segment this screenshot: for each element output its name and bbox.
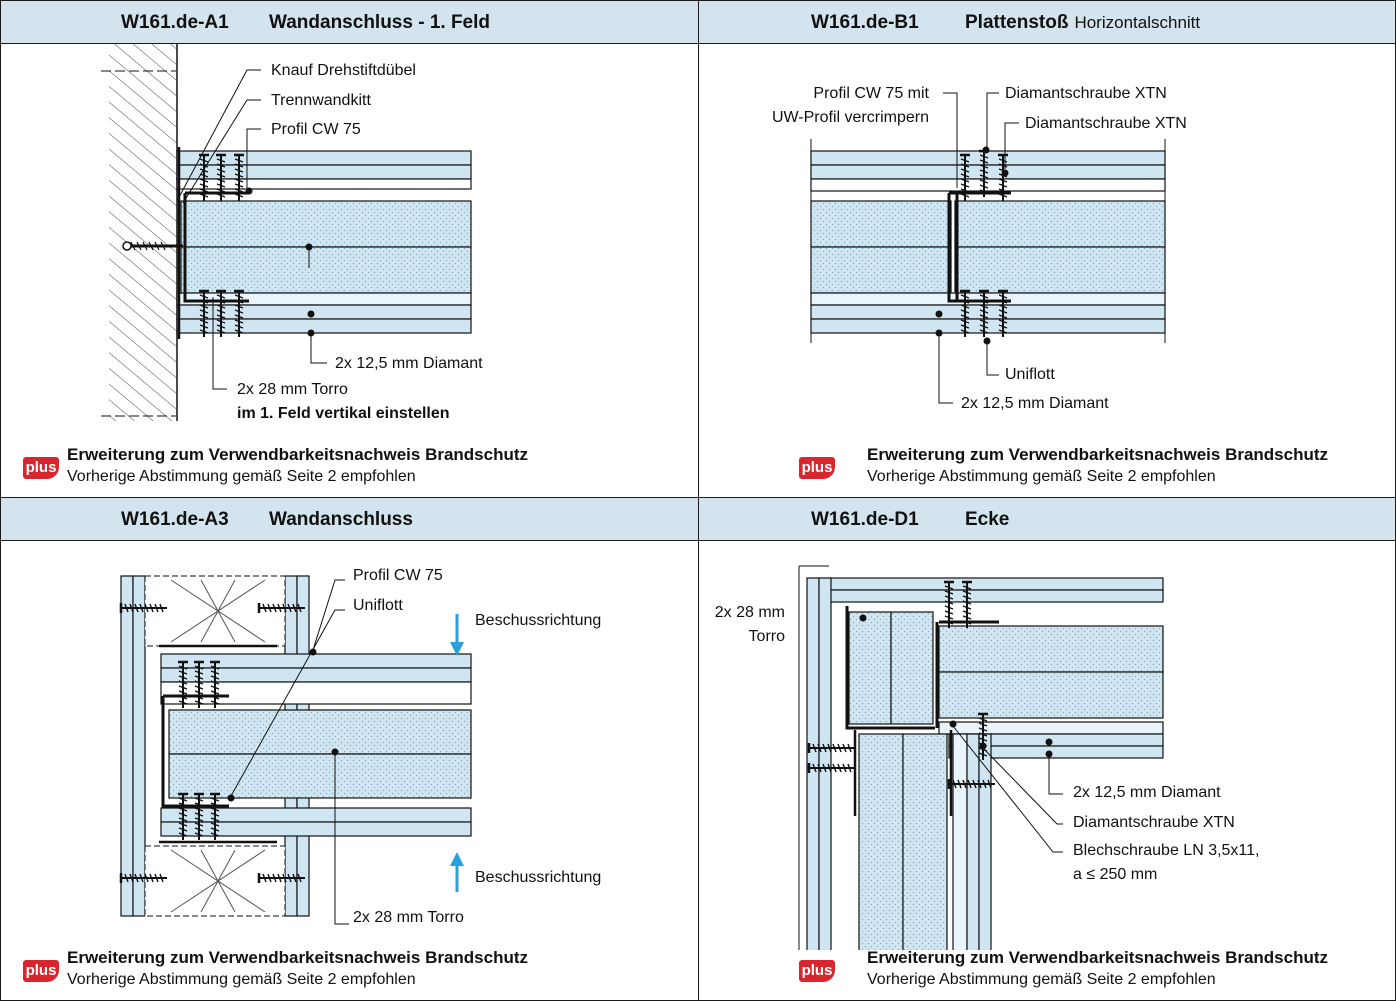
arrow-up-icon xyxy=(450,852,464,866)
label-dowel: Knauf Drehstiftdübel xyxy=(271,62,416,79)
detail-code: W161.de-D1 xyxy=(811,509,919,530)
note-title: Erweiterung zum Verwendbarkeitsnachweis … xyxy=(867,948,1329,967)
label-profile: Profil CW 75 xyxy=(271,121,361,138)
label-trennwandkitt: Trennwandkitt xyxy=(271,92,371,109)
note-text: Vorherige Abstimmung gemäß Seite 2 empfo… xyxy=(67,971,416,988)
plus-badge: plus xyxy=(799,960,835,982)
section-drawing xyxy=(798,565,1164,950)
label-beschuss-bottom: Beschussrichtung xyxy=(475,869,602,886)
label-profile-line1: Profil CW 75 mit xyxy=(813,85,929,102)
detail-code: W161.de-B1 xyxy=(811,12,919,33)
detail-code: W161.de-A3 xyxy=(121,509,229,530)
torro-board xyxy=(168,709,472,755)
plus-badge: plus xyxy=(799,457,835,479)
label-diamant: 2x 12,5 mm Diamant xyxy=(335,355,483,372)
plus-note: plus Erweiterung zum Verwendbarkeitsnach… xyxy=(23,445,683,491)
label-diamant: 2x 12,5 mm Diamant xyxy=(1073,784,1221,801)
note-title: Erweiterung zum Verwendbarkeitsnachweis … xyxy=(867,445,1329,464)
masonry-wall xyxy=(109,43,177,421)
detail-panel-a3: W161.de-A3 Wandanschluss xyxy=(0,497,699,1001)
label-screw-xtn: Diamantschraube XTN xyxy=(1073,814,1235,831)
plus-note: plus Erweiterung zum Verwendbarkeitsnach… xyxy=(799,445,1389,491)
label-diamant: 2x 12,5 mm Diamant xyxy=(961,395,1109,412)
torro-board xyxy=(848,611,892,725)
plus-note: plus Erweiterung zum Verwendbarkeitsnach… xyxy=(23,948,683,994)
note-title: Erweiterung zum Verwendbarkeitsnachweis … xyxy=(67,445,529,464)
torro-board xyxy=(954,200,1166,248)
label-blechschraube-line2: a ≤ 250 mm xyxy=(1073,866,1158,883)
label-torro-line2: Torro xyxy=(748,628,785,645)
label-screw-1: Diamantschraube XTN xyxy=(1005,85,1167,102)
note-text: Vorherige Abstimmung gemäß Seite 2 empfo… xyxy=(67,468,416,485)
label-profile-line2: UW-Profil vercrimpern xyxy=(771,109,929,126)
panel-header: W161.de-D1 Ecke xyxy=(699,498,1395,541)
panel-header: W161.de-A3 Wandanschluss xyxy=(1,498,698,541)
plus-badge: plus xyxy=(23,457,59,479)
torro-board xyxy=(180,200,472,248)
plus-badge: plus xyxy=(23,960,59,982)
label-screw-2: Diamantschraube XTN xyxy=(1025,115,1187,132)
label-torro-line1: 2x 28 mm xyxy=(714,604,785,621)
detail-title: Ecke xyxy=(965,509,1010,530)
label-vertical-note: im 1. Feld vertikal einstellen xyxy=(237,405,450,422)
label-uniflott: Uniflott xyxy=(353,597,403,614)
section-drawing xyxy=(119,575,472,925)
label-blechschraube-line1: Blechschraube LN 3,5x11, xyxy=(1073,842,1260,859)
note-text: Vorherige Abstimmung gemäß Seite 2 empfo… xyxy=(867,971,1216,988)
detail-panel-d1: W161.de-D1 Ecke xyxy=(698,497,1396,1001)
label-uniflott: Uniflott xyxy=(1005,366,1055,383)
label-profile: Profil CW 75 xyxy=(353,567,443,584)
plus-note: plus Erweiterung zum Verwendbarkeitsnach… xyxy=(799,948,1389,994)
detail-title: Wandanschluss xyxy=(269,509,413,530)
panel-header: W161.de-A1 Wandanschluss - 1. Feld xyxy=(1,1,698,44)
detail-panel-a1: W161.de-A1 Wandanschluss - 1. Feld xyxy=(0,0,699,498)
arrow-down-icon xyxy=(450,642,464,656)
section-drawing xyxy=(810,92,1166,404)
detail-code: W161.de-A1 xyxy=(121,12,229,33)
detail-title: Wandanschluss - 1. Feld xyxy=(269,12,491,33)
cw-profile xyxy=(947,191,1011,303)
note-text: Vorherige Abstimmung gemäß Seite 2 empfo… xyxy=(867,468,1216,485)
note-title: Erweiterung zum Verwendbarkeitsnachweis … xyxy=(67,948,529,967)
label-beschuss-top: Beschussrichtung xyxy=(475,612,602,629)
detail-subtitle: Horizontalschnitt xyxy=(1074,13,1201,32)
label-torro: 2x 28 mm Torro xyxy=(353,909,464,926)
label-torro: 2x 28 mm Torro xyxy=(237,381,348,398)
section-drawing xyxy=(101,43,472,421)
